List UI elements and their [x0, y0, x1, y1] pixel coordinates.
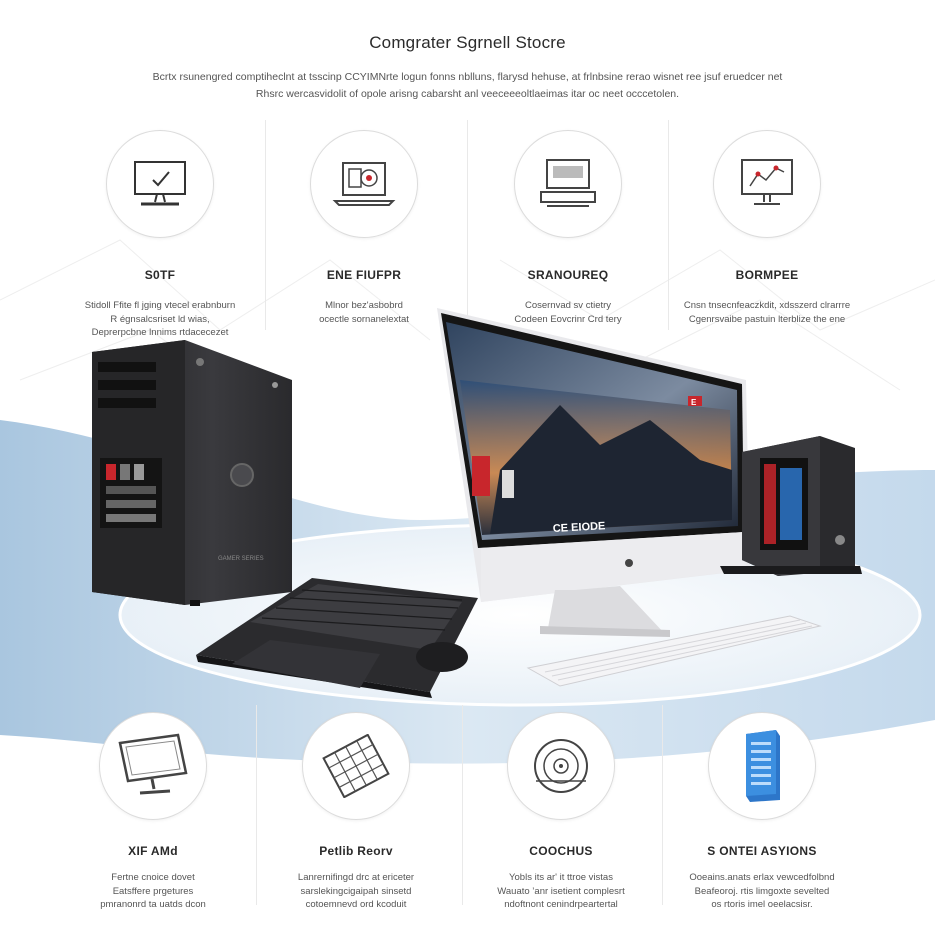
feature-desc-line: Mlnor bez'asbobrd [325, 300, 403, 311]
feature-heading: S ONTEI ASYIONS [707, 844, 817, 858]
feature-description: Stidoll Ffite fl jging vtecel erabnburn … [60, 299, 260, 340]
feature-heading: Petlib Reorv [319, 844, 393, 858]
divider [668, 120, 669, 330]
laptop-disc-icon [332, 162, 396, 206]
feature-desc-line: Eatsffere prgetures [112, 885, 194, 897]
feature-desc-line: Codeen Eovcrinr Crd tery [514, 313, 622, 325]
feature-desc-line: Stidoll Ffite fl jging vtecel erabnburn [84, 300, 236, 311]
divider [462, 705, 463, 905]
tower-brand-label: GAMER SERIES [218, 556, 264, 562]
feature-desc-line: Ooeains.anats erlax vewcedfolbnd [689, 872, 835, 883]
feature-card-bottom-3[interactable]: COOCHUS Yobls its ar' it ttroe vistas Wa… [461, 712, 661, 912]
feature-heading: COOCHUS [529, 844, 593, 858]
feature-desc-line: sarslekingcigaipah sinsetd [300, 885, 412, 897]
feature-desc-line: Cgenrsvaibe pastuin lterblize the ene [688, 313, 846, 325]
feature-icon-circle [302, 712, 410, 820]
keypad-icon [322, 734, 390, 798]
printer-icon [540, 159, 596, 207]
feature-heading: BORMPEE [735, 268, 799, 282]
feature-desc-line: ndoftnont cenindrpeartertal [504, 899, 618, 910]
feature-desc-line: Cosernvad sv ctietry [524, 300, 612, 311]
intro-text: Bcrtx rsunengred comptiheclnt at tsscinp… [120, 69, 815, 103]
display-icon [118, 733, 188, 795]
feature-desc-line: Cnsn tnsecnfeaczkdit, xdsszerd clrarrre [683, 300, 851, 311]
divider [662, 705, 663, 905]
feature-desc-line: Lanrernifingd drc at ericeter [297, 872, 415, 883]
server-chip-icon [746, 730, 780, 802]
divider [265, 120, 266, 330]
feature-icon-circle [514, 130, 622, 238]
feature-description: Lanrernifingd drc at ericeter sarsleking… [256, 871, 456, 912]
feature-description: Cnsn tnsecnfeaczkdit, xdsszerd clrarrre … [667, 299, 867, 326]
feature-icon-circle [713, 130, 821, 238]
feature-card-top-2[interactable]: ENE FIUFPR Mlnor bez'asbobrd ocectle sor… [264, 130, 464, 326]
feature-card-bottom-2[interactable]: Petlib Reorv Lanrernifingd drc at ericet… [256, 712, 456, 912]
feature-description: Cosernvad sv ctietry Codeen Eovcrinr Crd… [468, 299, 668, 326]
feature-card-top-1[interactable]: S0TF Stidoll Ffite fl jging vtecel erabn… [60, 130, 260, 340]
feature-heading: SRANOUREQ [527, 268, 609, 282]
dark-keyboard[interactable] [196, 578, 478, 698]
feature-icon-circle [99, 712, 207, 820]
feature-description: Mlnor bez'asbobrd ocectle sornanelextat [264, 299, 464, 326]
divider [256, 705, 257, 905]
white-keyboard[interactable] [526, 615, 822, 687]
feature-desc-line: Fertne cnoice dovet [111, 872, 195, 883]
feature-icon-circle [708, 712, 816, 820]
feature-card-top-3[interactable]: SRANOUREQ Cosernvad sv ctietry Codeen Eo… [468, 130, 668, 326]
feature-desc-line: ocectle sornanelextat [319, 313, 409, 325]
feature-heading: XIF AMd [128, 844, 178, 858]
feature-desc-line: os rtoris imel oeelacsisr. [711, 899, 813, 910]
monitor-chart-icon [741, 159, 793, 205]
feature-card-bottom-4[interactable]: S ONTEI ASYIONS Ooeains.anats erlax vewc… [662, 712, 862, 912]
tower-pc[interactable] [92, 340, 292, 606]
feature-desc-line: pmranonrd ta uatds dcon [100, 899, 206, 910]
divider [467, 120, 468, 330]
intro-line-2: Rhsrc wercasvidolit of opole arisng caba… [255, 88, 680, 100]
monitor-check-icon [134, 161, 186, 206]
feature-desc-line: Yobls its ar' it ttroe vistas [509, 872, 613, 883]
disc-drive-icon [534, 739, 588, 793]
feature-card-bottom-1[interactable]: XIF AMd Fertne cnoice dovet Eatsffere pr… [53, 712, 253, 912]
feature-desc-line: R égnsalcsriset ld wias, [110, 313, 210, 325]
feature-description: Fertne cnoice dovet Eatsffere prgetures … [53, 871, 253, 912]
feature-icon-circle [310, 130, 418, 238]
feature-desc-line: Deprerpcbne lnnims rtdacecezet [91, 327, 229, 338]
feature-icon-circle [507, 712, 615, 820]
feature-heading: S0TF [144, 268, 176, 282]
feature-heading: ENE FIUFPR [326, 268, 402, 282]
intro-line-1: Bcrtx rsunengred comptiheclnt at tsscinp… [152, 71, 783, 83]
page-title: Comgrater Sgrnell Stocre [369, 33, 566, 52]
main-monitor[interactable] [437, 308, 750, 637]
feature-icon-circle [106, 130, 214, 238]
screen-caption: CE EIODE [553, 520, 606, 535]
feature-desc-line: cotoemnevd ord kcoduit [305, 899, 407, 910]
feature-description: Ooeains.anats erlax vewcedfolbnd Beafeor… [662, 871, 862, 912]
feature-desc-line: Wauato ’anr isetient complesrt [497, 885, 625, 897]
feature-card-top-4[interactable]: BORMPEE Cnsn tnsecnfeaczkdit, xdsszerd c… [667, 130, 867, 326]
screen-badge: E [691, 398, 697, 407]
mini-tower-pc[interactable] [720, 436, 862, 576]
mouse[interactable] [416, 642, 468, 672]
feature-desc-line: Beafeoroj. rtis limgoxte sevelted [694, 885, 830, 897]
feature-description: Yobls its ar' it ttroe vistas Wauato ’an… [461, 871, 661, 912]
